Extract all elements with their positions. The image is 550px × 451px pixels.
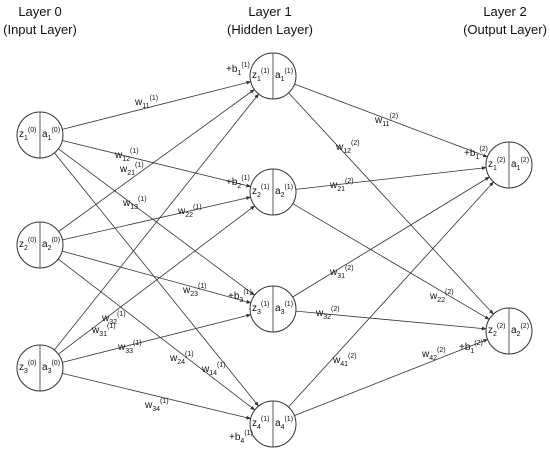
edge-labels: w11(1) w12(1) w13(1) w14(1) w21(1) w22(1) w23(… [91, 62, 488, 445]
layer1-title: Layer 1 [248, 4, 291, 19]
edge-weight-label: w24(1) [169, 351, 194, 366]
node-l1n3: z3(1) a3(1) [249, 285, 297, 333]
bias-label: +b2(1) [226, 175, 250, 190]
edge-l1n1-l2n1 [294, 83, 488, 158]
node-a-label: a1(0) [42, 127, 60, 142]
node-l1n1: z1(1) a1(1) [249, 52, 297, 100]
edge-l0n3-l1n4 [62, 372, 252, 420]
edge-l0n2-l1n4 [57, 258, 256, 411]
edge-weight-label: w41(2) [332, 353, 357, 368]
edge-l1n3-l2n1 [292, 176, 490, 298]
layer0-title: Layer 0 [18, 4, 61, 19]
node-z-label: z4(1) [252, 416, 269, 431]
edge-weight-label: w22(2) [429, 289, 454, 304]
edge-weight-label: w34(1) [144, 398, 169, 413]
edge-l0n2-l1n3 [62, 250, 252, 304]
node-a-label: a4(1) [275, 416, 293, 431]
edge-weight-label: w11(2) [374, 113, 398, 128]
edge-l0n2-l1n1 [58, 89, 255, 232]
edge-weight-label: w31(1) [91, 323, 116, 338]
nodes: z1(0) a1(0) z2(0) a2(0) z3(0) a3(0) z1(1) a1(1)… [16, 52, 533, 448]
edge-l1n4-l2n1 [288, 181, 494, 408]
node-z-label: z2(1) [252, 184, 269, 199]
edge-weight-label: w21(1) [119, 162, 144, 177]
node-l0n1: z1(0) a1(0) [16, 111, 64, 159]
node-z-label: z2(2) [488, 323, 505, 338]
layer2-title: Layer 2 [483, 4, 526, 19]
edge-l0n3-l1n2 [58, 205, 256, 355]
edge-weight-label: w12(1) [114, 148, 139, 163]
edge-weight-label: w21(2) [329, 178, 354, 193]
edge-l0n1-l1n2 [62, 140, 252, 188]
bias-label: +b4(1) [229, 430, 253, 445]
node-a-label: a1(2) [511, 157, 529, 172]
node-z-label: z1(0) [19, 127, 36, 142]
edge-l1n1-l2n2 [288, 92, 494, 315]
edge-l0n2-l1n2 [62, 196, 252, 241]
edge-l0n1-l1n1 [62, 80, 252, 130]
edge-weight-label: w33(1) [117, 340, 142, 355]
node-a-label: a3(1) [275, 301, 293, 316]
edge-weight-label: w11(1) [134, 95, 158, 110]
edge-weight-label: w32(1) [101, 311, 126, 326]
edge-weight-label: w13(1) [122, 196, 147, 211]
bias-label: +b1(2) [464, 146, 488, 161]
layer0-subtitle: (Input Layer) [3, 22, 77, 37]
edge-weight-label: w23(1) [182, 283, 207, 298]
edge-l0n3-l1n1 [54, 93, 259, 351]
node-l2n2: z2(2) a2(2) [485, 307, 533, 355]
edge-weight-label: w42(2) [421, 347, 446, 362]
node-l0n3: z3(0) a3(0) [16, 344, 64, 392]
layer1-subtitle: (Hidden Layer) [227, 22, 313, 37]
node-l0n2: z2(0) a2(0) [16, 221, 64, 269]
node-z-label: z1(2) [488, 157, 505, 172]
node-a-label: a2(1) [275, 184, 293, 199]
node-a-label: a2(2) [511, 323, 529, 338]
bias-label: +b1(1) [226, 62, 250, 77]
node-z-label: z3(1) [252, 301, 269, 316]
edge-l1n4-l2n2 [294, 339, 489, 416]
node-z-label: z1(1) [252, 68, 269, 83]
edge-weight-label: w14(1) [201, 362, 226, 377]
node-a-label: a3(0) [42, 360, 60, 375]
node-l2n1: z1(2) a1(2) [485, 141, 533, 189]
edge-weight-label: w31(2) [329, 265, 354, 280]
bias-label: +b3(1) [228, 289, 252, 304]
layer2-subtitle: (Output Layer) [463, 22, 547, 37]
node-l1n2: z2(1) a2(1) [249, 168, 297, 216]
layer-headers: Layer 0 (Input Layer) Layer 1 (Hidden La… [3, 4, 547, 37]
edge-weight-label: w32(2) [315, 306, 340, 321]
edge-weight-label: w22(1) [177, 204, 202, 219]
node-z-label: z3(0) [19, 360, 36, 375]
edge-l0n3-l1n3 [62, 313, 252, 363]
bias-label: +b1(2) [459, 340, 483, 355]
node-l1n4: z4(1) a4(1) [249, 400, 297, 448]
edge-l1n3-l2n2 [295, 310, 487, 331]
edges [54, 80, 494, 420]
node-z-label: z2(0) [19, 237, 36, 252]
node-a-label: a2(0) [42, 237, 60, 252]
edge-weight-label: w12(2) [335, 140, 360, 155]
edge-l1n2-l2n2 [292, 203, 490, 320]
node-a-label: a1(1) [275, 68, 293, 83]
edge-l1n2-l2n1 [295, 166, 487, 190]
